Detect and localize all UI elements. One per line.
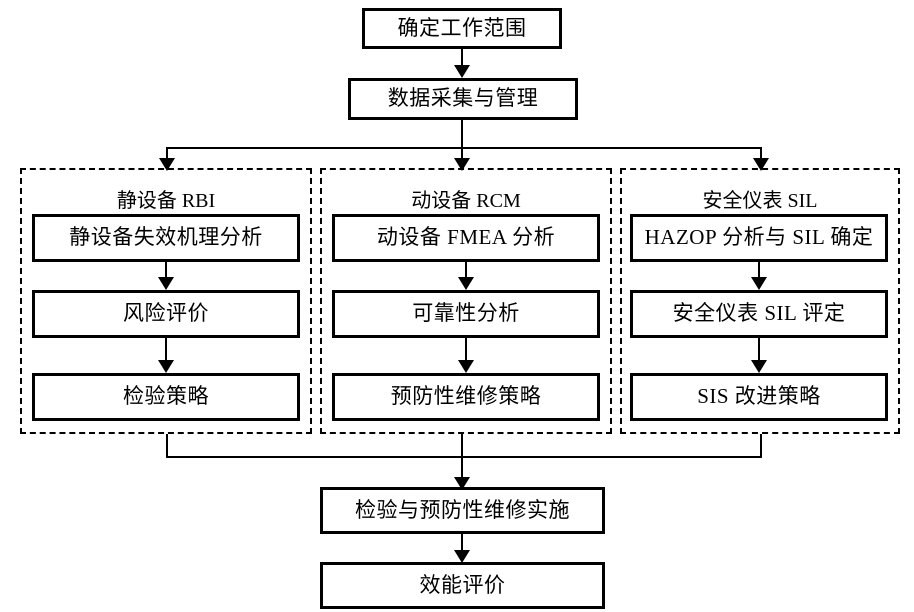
node-rcm-2-label: 可靠性分析 — [412, 301, 520, 326]
node-rcm-3-label: 预防性维修策略 — [390, 384, 542, 409]
node-sil-3[interactable]: SIS 改进策略 — [630, 373, 888, 421]
node-evaluate-label: 效能评价 — [419, 572, 506, 597]
connector-scope-to-data — [461, 49, 463, 71]
node-rbi-2[interactable]: 风险评价 — [32, 290, 300, 338]
arrowhead-rcm-2-to-3 — [458, 360, 474, 373]
connector-fanin-left — [166, 434, 168, 458]
arrowhead-implement-to-evaluate — [454, 550, 470, 563]
group-sil-title: 安全仪表 SIL — [702, 190, 818, 212]
arrowhead-rcm-1-to-2 — [458, 277, 474, 290]
arrowhead-scope-to-data — [454, 65, 470, 78]
connector-fanin-right — [760, 434, 762, 458]
node-rcm-1-label: 动设备 FMEA 分析 — [376, 225, 556, 250]
node-rbi-1-label: 静设备失效机理分析 — [69, 225, 263, 250]
node-evaluate[interactable]: 效能评价 — [320, 562, 605, 609]
connector-fanout-left — [166, 147, 168, 163]
node-rbi-1[interactable]: 静设备失效机理分析 — [32, 214, 300, 262]
connector-rcm-2-to-3 — [465, 338, 467, 364]
connector-fanout-center — [461, 147, 463, 163]
group-rbi-title: 静设备 RBI — [116, 190, 216, 212]
connector-rbi-1-to-2 — [165, 262, 167, 281]
connector-implement-to-evaluate — [461, 534, 463, 556]
node-data-label: 数据采集与管理 — [387, 86, 539, 111]
connector-fanin-center — [461, 434, 463, 458]
arrowhead-to-implement — [454, 477, 470, 490]
arrowhead-to-group-rcm — [454, 158, 470, 171]
connector-fanin-bar — [166, 456, 762, 458]
node-implement-label: 检验与预防性维修实施 — [355, 497, 570, 522]
connector-fanout-bar — [166, 147, 762, 149]
node-sil-1[interactable]: HAZOP 分析与 SIL 确定 — [630, 214, 888, 262]
connector-fanin-down — [461, 456, 463, 482]
connector-sil-1-to-2 — [758, 262, 760, 281]
arrowhead-to-group-sil — [753, 158, 769, 171]
node-scope[interactable]: 确定工作范围 — [362, 8, 562, 49]
node-rcm-3[interactable]: 预防性维修策略 — [332, 373, 600, 421]
node-rbi-3[interactable]: 检验策略 — [32, 373, 300, 421]
node-sil-2-label: 安全仪表 SIL 评定 — [672, 301, 846, 326]
connector-rbi-2-to-3 — [165, 338, 167, 364]
node-rbi-2-label: 风险评价 — [123, 301, 209, 326]
arrowhead-to-group-rbi — [159, 158, 175, 171]
arrowhead-rbi-2-to-3 — [158, 360, 174, 373]
node-data[interactable]: 数据采集与管理 — [348, 78, 578, 120]
node-sil-2[interactable]: 安全仪表 SIL 评定 — [630, 290, 888, 338]
node-rcm-1[interactable]: 动设备 FMEA 分析 — [332, 214, 600, 262]
node-rbi-3-label: 检验策略 — [123, 384, 209, 409]
arrowhead-sil-1-to-2 — [751, 277, 767, 290]
node-rcm-2[interactable]: 可靠性分析 — [332, 290, 600, 338]
connector-data-down — [461, 120, 463, 148]
connector-sil-2-to-3 — [758, 338, 760, 364]
arrowhead-sil-2-to-3 — [751, 360, 767, 373]
node-implement[interactable]: 检验与预防性维修实施 — [320, 487, 605, 534]
group-rcm-title: 动设备 RCM — [411, 190, 521, 212]
connector-rcm-1-to-2 — [465, 262, 467, 281]
node-sil-1-label: HAZOP 分析与 SIL 确定 — [644, 225, 874, 250]
node-scope-label: 确定工作范围 — [397, 15, 527, 40]
connector-fanout-right — [760, 147, 762, 163]
arrowhead-rbi-1-to-2 — [158, 277, 174, 290]
node-sil-3-label: SIS 改进策略 — [697, 384, 821, 409]
